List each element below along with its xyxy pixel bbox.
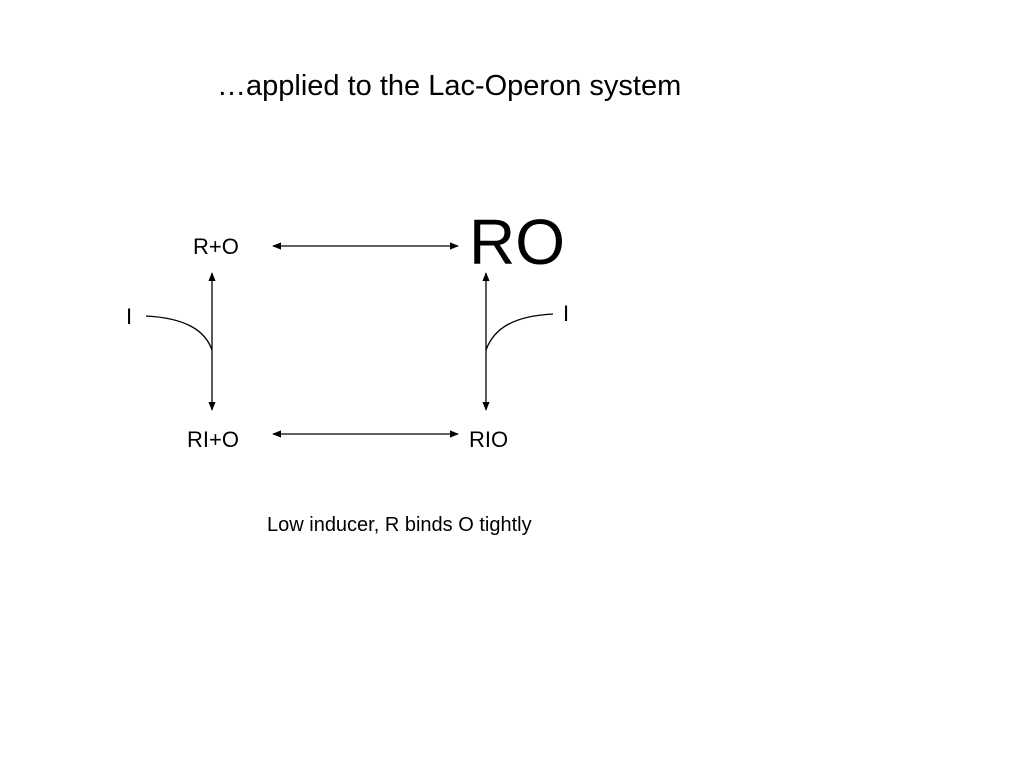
caption-text: Low inducer, R binds O tightly	[267, 514, 532, 536]
inducer-label-left: I	[126, 304, 133, 329]
node-r-plus-o: R+O	[193, 234, 239, 259]
node-rio: RIO	[469, 427, 509, 452]
inducer-curve-right	[485, 313, 554, 351]
inducer-label-right: I	[563, 301, 570, 326]
node-ro: RO	[469, 206, 565, 278]
slide-title: …applied to the Lac-Operon system	[217, 70, 682, 102]
inducer-curve-left	[145, 315, 213, 351]
node-ri-plus-o: RI+O	[187, 427, 239, 452]
